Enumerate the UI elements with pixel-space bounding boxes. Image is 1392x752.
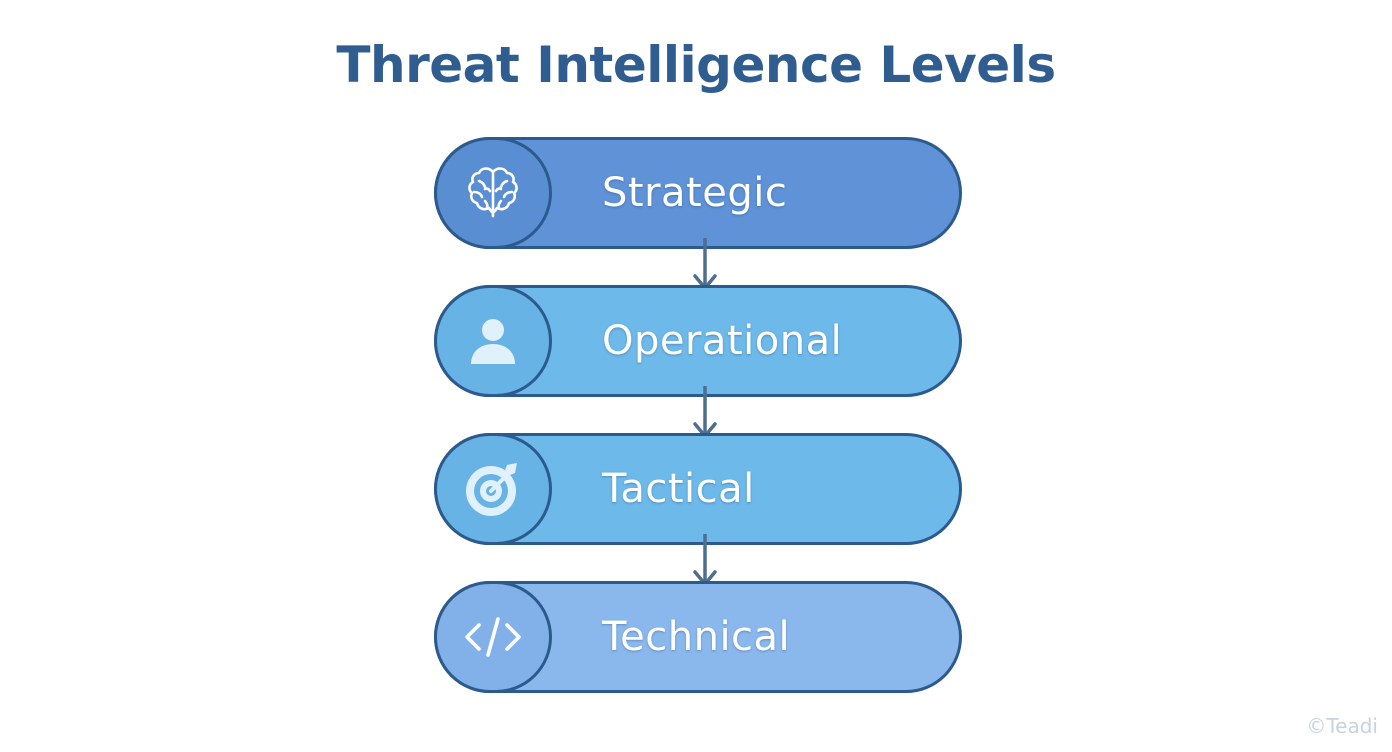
level-operational: Operational	[434, 285, 962, 397]
level-strategic: Strategic	[434, 137, 962, 249]
level-technical: Technical	[434, 581, 962, 693]
level-technical-label: Technical	[602, 614, 791, 660]
level-strategic-icon-circle	[434, 137, 552, 249]
level-operational-label: Operational	[602, 318, 843, 364]
target-icon	[466, 463, 517, 516]
level-tactical-label: Tactical	[602, 466, 755, 512]
code-icon	[465, 617, 521, 657]
level-operational-icon-circle	[434, 285, 552, 397]
brain-icon	[468, 167, 518, 218]
level-tactical-icon-circle	[434, 433, 552, 545]
level-tactical: Tactical	[434, 433, 962, 545]
level-strategic-label: Strategic	[602, 170, 788, 216]
watermark: ©Teadi	[1306, 714, 1378, 738]
diagram-title: Threat Intelligence Levels	[336, 36, 1056, 94]
person-icon	[471, 319, 515, 364]
level-technical-icon-circle	[434, 581, 552, 693]
